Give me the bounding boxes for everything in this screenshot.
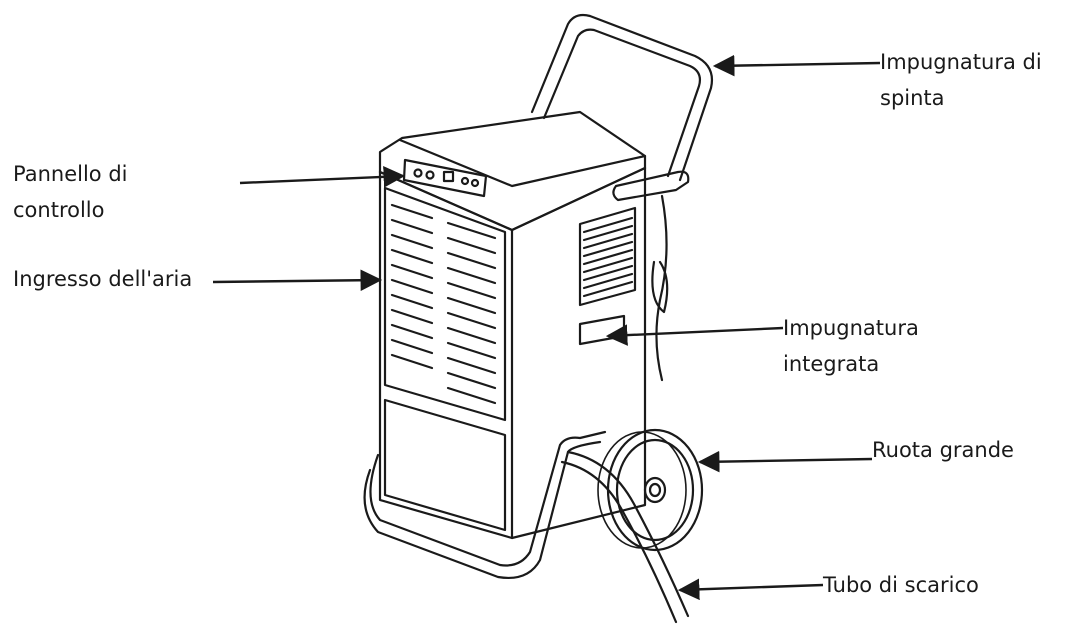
power-cord [651,194,669,382]
label-push-handle: Impugnatura di spinta [880,50,1042,110]
leader-drain-tube [677,578,824,601]
side-vent [578,206,637,307]
label-drain-tube: Tubo di scarico [823,573,979,597]
drain-tube [560,450,690,624]
leader-air-inlet [212,269,383,292]
label-control-panel: Pannello di controllo [13,162,128,222]
leader-large-wheel [697,450,873,473]
label-integrated-handle: Impugnatura integrata [783,316,919,376]
push-handle [530,13,713,202]
base-frame [363,430,607,579]
control-panel [402,158,488,198]
leader-integrated-handle [605,324,784,346]
label-large-wheel: Ruota grande [872,438,1014,462]
leader-push-handle [712,54,881,77]
integrated-handle [578,314,626,346]
label-air-inlet: Ingresso dell'aria [13,267,193,291]
air-inlet-grille [383,186,507,532]
large-wheel [597,428,704,552]
leader-control-panel [239,166,406,188]
